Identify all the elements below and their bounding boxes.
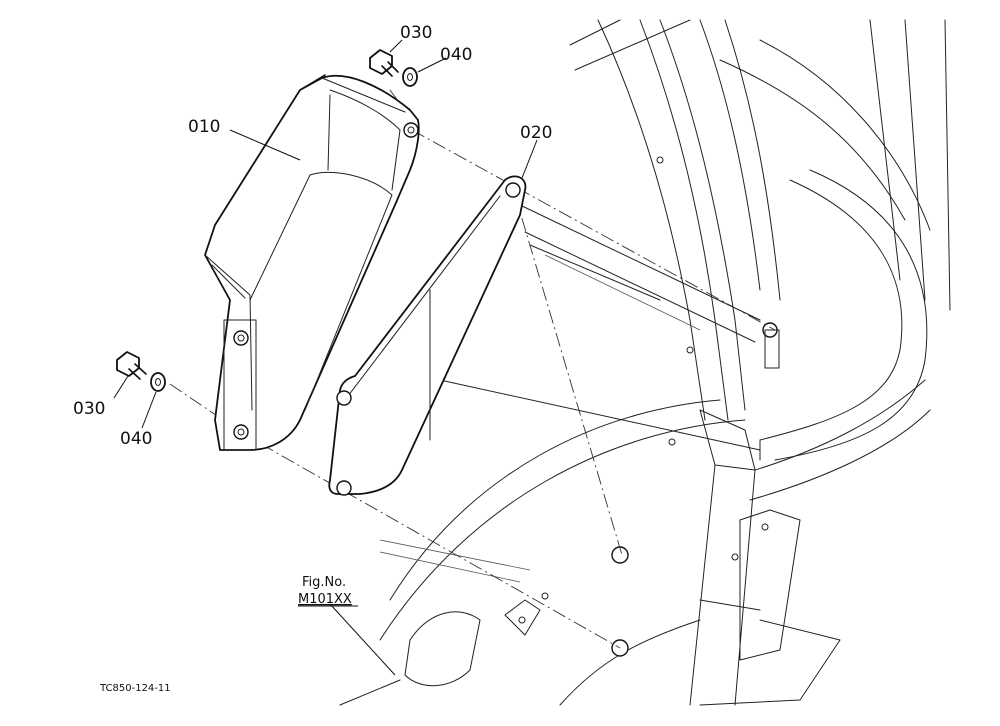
callout-030-bottom: 030: [73, 399, 105, 419]
fig-ref-label: Fig.No.: [302, 575, 346, 590]
leader-lines: [113, 39, 538, 676]
drawing-number: TC850-124-11: [99, 683, 171, 694]
cab-frame-structure: [339, 19, 951, 706]
bolt-030-bottom: [116, 351, 147, 380]
washer-040-top: [402, 67, 418, 87]
callout-040-bottom: 040: [120, 429, 152, 449]
callout-040-top: 040: [440, 45, 472, 65]
mounting-plate-part-020: [328, 175, 527, 496]
callout-030-top: 030: [400, 23, 432, 43]
assembly-centerlines: [169, 89, 776, 649]
bolt-030-top: [369, 49, 399, 77]
callout-010: 010: [188, 117, 220, 137]
storage-box-part-010: [204, 74, 420, 451]
callout-020: 020: [520, 123, 552, 143]
fig-ref-number: M101XX: [298, 592, 352, 607]
washer-040-bottom: [150, 372, 166, 392]
